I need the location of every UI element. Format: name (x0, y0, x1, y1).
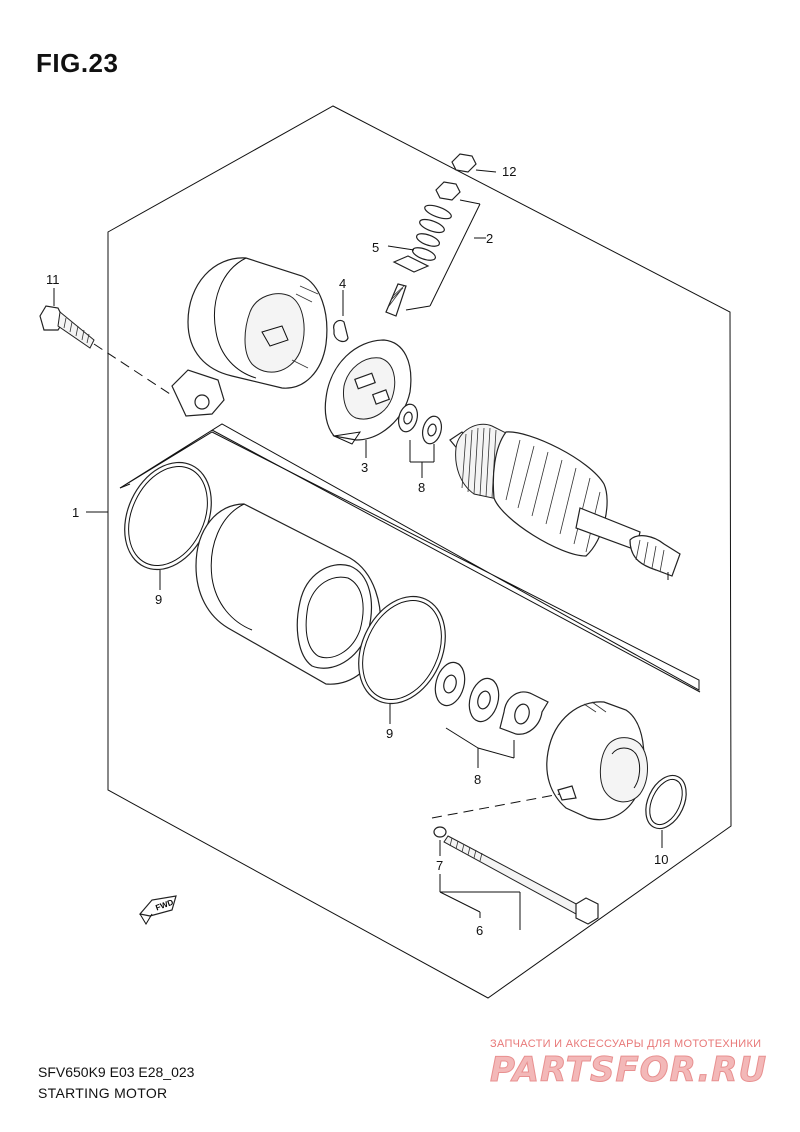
callout-5: 5 (372, 240, 379, 255)
rear-cover-housing (171, 257, 328, 417)
callout-3: 3 (361, 460, 368, 475)
figure-title: FIG.23 (36, 48, 119, 78)
callout-12: 12 (502, 164, 516, 179)
motor-yoke-case (195, 503, 382, 685)
part-6-7-through-bolt (433, 826, 599, 930)
part-9-oring-lower (358, 595, 446, 724)
callout-7: 7 (436, 858, 443, 873)
front-cover (546, 701, 648, 821)
callout-9-upper: 9 (155, 592, 162, 607)
callout-8-upper: 8 (418, 480, 425, 495)
part-10-oring (645, 774, 687, 848)
part-12-nut (451, 153, 497, 173)
callout-10: 10 (654, 852, 668, 867)
subassembly-frame (119, 423, 700, 691)
callout-4: 4 (339, 276, 346, 291)
callout-11: 11 (46, 272, 60, 287)
part-2-terminal-stack (385, 181, 486, 317)
model-code: SFV650K9 E03 E28_023 (38, 1064, 195, 1080)
part-8-washers-lower (434, 661, 549, 768)
assembly-frame (107, 105, 732, 999)
armature (449, 423, 681, 580)
figure-caption: STARTING MOTOR (38, 1085, 168, 1101)
assembly-axis-line (431, 793, 561, 819)
callout-8-lower: 8 (474, 772, 481, 787)
part-11-bolt (39, 288, 171, 395)
part-8-washers-upper (397, 403, 443, 478)
part-3-brush-holder (324, 339, 412, 458)
callout-1: 1 (72, 505, 79, 520)
watermark-text: ЗАПЧАСТИ И АКСЕССУАРЫ ДЛЯ МОТОТЕХНИКИ (490, 1038, 762, 1050)
part-4-clip (333, 290, 349, 343)
callout-9-lower: 9 (386, 726, 393, 741)
callout-2: 2 (486, 231, 493, 246)
callout-6: 6 (476, 923, 483, 938)
fwd-arrow-icon: FWD (138, 895, 177, 925)
watermark-logo: PARTSFOR.RU (489, 1050, 768, 1091)
